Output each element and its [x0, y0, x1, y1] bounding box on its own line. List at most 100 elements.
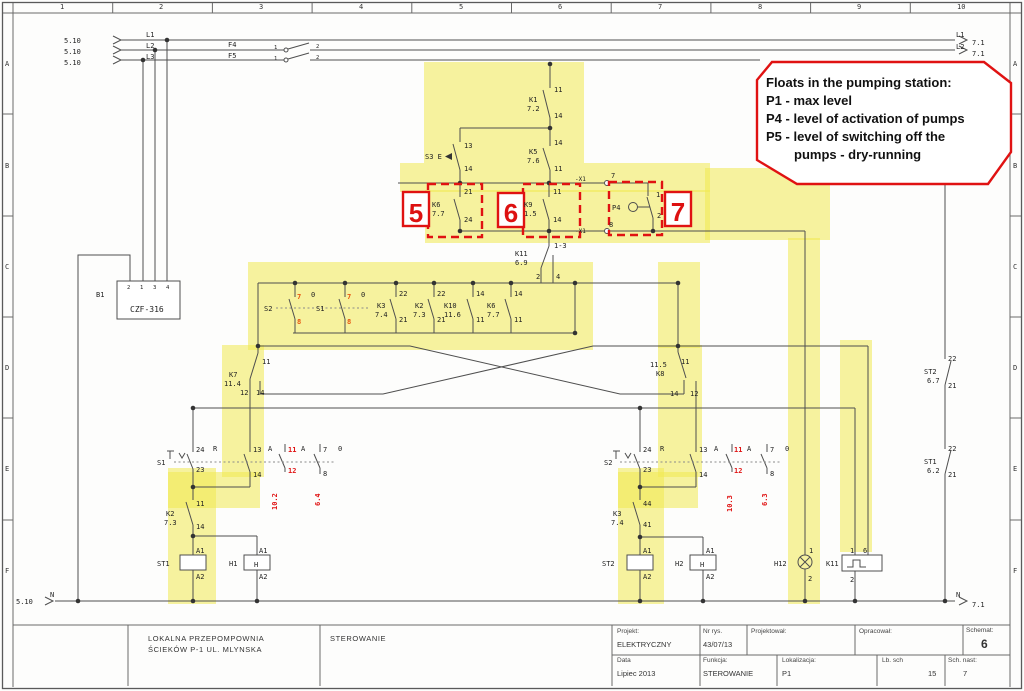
coil-st2	[626, 554, 654, 571]
schematic-label: 14	[253, 471, 261, 479]
schematic-label: K1	[529, 96, 537, 104]
schematic-label: 7.1	[972, 601, 985, 609]
schematic-label: 44	[643, 500, 651, 508]
schematic-label: 11	[476, 316, 484, 324]
grid-column-label: 8	[758, 3, 763, 11]
schematic-label: 11	[553, 188, 561, 196]
time-relay-k11-box	[841, 554, 883, 572]
schematic-label: A	[747, 445, 752, 453]
schematic-label: 22	[399, 290, 407, 298]
schematic-label: A2	[196, 573, 204, 581]
schematic-label: 8	[609, 221, 613, 229]
schematic-label: H2	[675, 560, 683, 568]
schematic-label: 5.10	[16, 598, 33, 606]
schematic-label: 1	[809, 547, 813, 555]
schematic-label: 7.3	[164, 519, 177, 527]
schematic-label: 8	[297, 318, 301, 326]
schematic-label: 41	[643, 521, 651, 529]
schematic-label: 12	[690, 390, 698, 398]
schematic-label: 11	[288, 446, 296, 454]
schematic-label: H	[700, 561, 704, 569]
callout-line: P4 - level of activation of pumps	[766, 111, 965, 126]
schematic-label: 11	[196, 500, 204, 508]
drawing-title: STEROWANIE	[330, 634, 387, 643]
schematic-label: K7	[229, 371, 237, 379]
highlight-region	[658, 345, 702, 477]
schematic-label: A2	[643, 573, 651, 581]
schematic-label: S3 E	[425, 153, 442, 161]
schematic-label: K3	[613, 510, 621, 518]
schematic-label: 14	[514, 290, 522, 298]
schematic-label: 11.4	[224, 380, 241, 388]
schematic-label: 2	[850, 576, 854, 584]
schematic-label: 5.10	[64, 59, 81, 67]
schematic-label: 7.3	[413, 311, 426, 319]
schematic-label: L2	[146, 42, 154, 50]
highlight-region	[168, 472, 260, 508]
schematic-label: 21	[948, 471, 956, 479]
schematic-label: S2	[264, 305, 272, 313]
lamp-h1-box	[243, 554, 271, 571]
schematic-label: 0	[785, 445, 789, 453]
schematic-label: 6.2	[927, 467, 940, 475]
schematic-label: 6.4	[314, 493, 322, 506]
grid-column-label: 9	[857, 3, 862, 11]
schematic-label: 14	[553, 216, 561, 224]
schematic-label: L3	[146, 53, 154, 61]
schematic-label: 7.7	[487, 311, 500, 319]
lb-sch-value: 15	[928, 669, 937, 678]
schematic-label: N	[956, 591, 960, 599]
callout-line: pumps - dry-running	[794, 147, 922, 162]
schematic-label: 1	[656, 191, 660, 199]
lokalizacja-value: P1	[782, 669, 792, 678]
schematic-label: 1	[274, 56, 277, 62]
grid-row-label: A	[1013, 60, 1018, 68]
grid-row-label: D	[5, 364, 10, 372]
float-switch-s2-icon	[613, 450, 632, 459]
schematic-label: A2	[706, 573, 714, 581]
schematic-label: 2	[127, 285, 130, 291]
projekt-value: ELEKTRYCZNY	[617, 640, 672, 649]
schematic-label: A	[301, 445, 306, 453]
schematic-label: 23	[643, 466, 651, 474]
schematic-label: 4	[556, 273, 560, 281]
schemat-value: 6	[981, 637, 988, 651]
schematic-label: K11	[826, 560, 839, 568]
highlight-region	[400, 163, 710, 192]
schematic-label: A2	[259, 573, 267, 581]
nr-rys-value: 43/07/13	[703, 640, 733, 649]
schematic-label: 14	[196, 523, 204, 531]
schematic-label: 2	[657, 212, 661, 220]
schematic-label: 14	[256, 389, 264, 397]
opracowal-label: Opracował:	[859, 628, 892, 635]
schematic-label: 2	[316, 44, 319, 50]
grid-column-label: 10	[957, 3, 966, 11]
highlight-region	[248, 262, 593, 350]
schematic-label: 14	[670, 390, 678, 398]
facility-name-line2: ŚCIEKÓW P-1 UL. MLYNSKA	[148, 645, 263, 654]
schematic-label: K2	[166, 510, 174, 518]
junction-dots	[75, 37, 948, 604]
facility-name-line1: LOKALNA PRZEPOMPOWNIA	[148, 634, 265, 643]
schematic-label: -X1	[575, 176, 586, 183]
grid-column-label: 7	[658, 3, 663, 11]
sch-nast-label: Sch. nast:	[948, 657, 977, 664]
marker-annotations	[401, 180, 693, 239]
schematic-label: 11	[262, 358, 270, 366]
schematic-label: A1	[643, 547, 651, 555]
schematic-label: 24	[196, 446, 204, 454]
callout-text: Floats in the pumping station: P1 - max …	[766, 74, 1006, 164]
schematic-label: 7.1	[972, 50, 985, 58]
grid-row-label: F	[5, 567, 10, 575]
schematic-label: L2	[956, 43, 964, 51]
schematic-label: H	[254, 561, 258, 569]
phase-monitor-box	[116, 280, 181, 320]
title-block-lines	[13, 624, 1010, 686]
schematic-label: A1	[706, 547, 714, 555]
float-switch-p4-icon	[628, 202, 638, 212]
coil-st1	[179, 554, 207, 571]
schematic-label: 1.5	[524, 210, 537, 218]
